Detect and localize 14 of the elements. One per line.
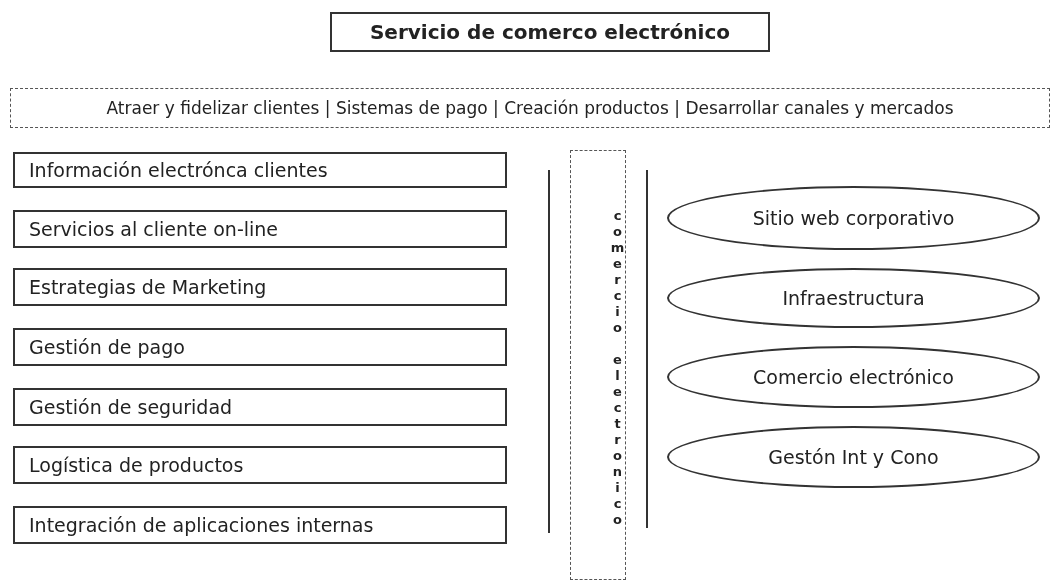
ellipse-node: Gestón Int y Cono xyxy=(667,426,1040,488)
process-box: Información electrónca clientes xyxy=(13,152,507,188)
process-box: Gestión de pago xyxy=(13,328,507,366)
process-box: Estrategias de Marketing xyxy=(13,268,507,306)
title-box: Servicio de comerco electrónico xyxy=(330,12,770,52)
ellipse-node: Comercio electrónico xyxy=(667,346,1040,408)
vertical-band: comercio electronico xyxy=(570,150,626,580)
dotted-box: Atraer y fidelizar clientes | Sistemas de pago | Creación productos | Desarrollar canales y mercados xyxy=(10,88,1050,128)
process-box: Logística de productos xyxy=(13,446,507,484)
ellipse-node: Sitio web corporativo xyxy=(667,186,1040,250)
process-box: Integración de aplicaciones internas xyxy=(13,506,507,544)
ellipse-node: Infraestructura xyxy=(667,268,1040,328)
process-box: Servicios al cliente on-line xyxy=(13,210,507,248)
process-box: Gestión de seguridad xyxy=(13,388,507,426)
